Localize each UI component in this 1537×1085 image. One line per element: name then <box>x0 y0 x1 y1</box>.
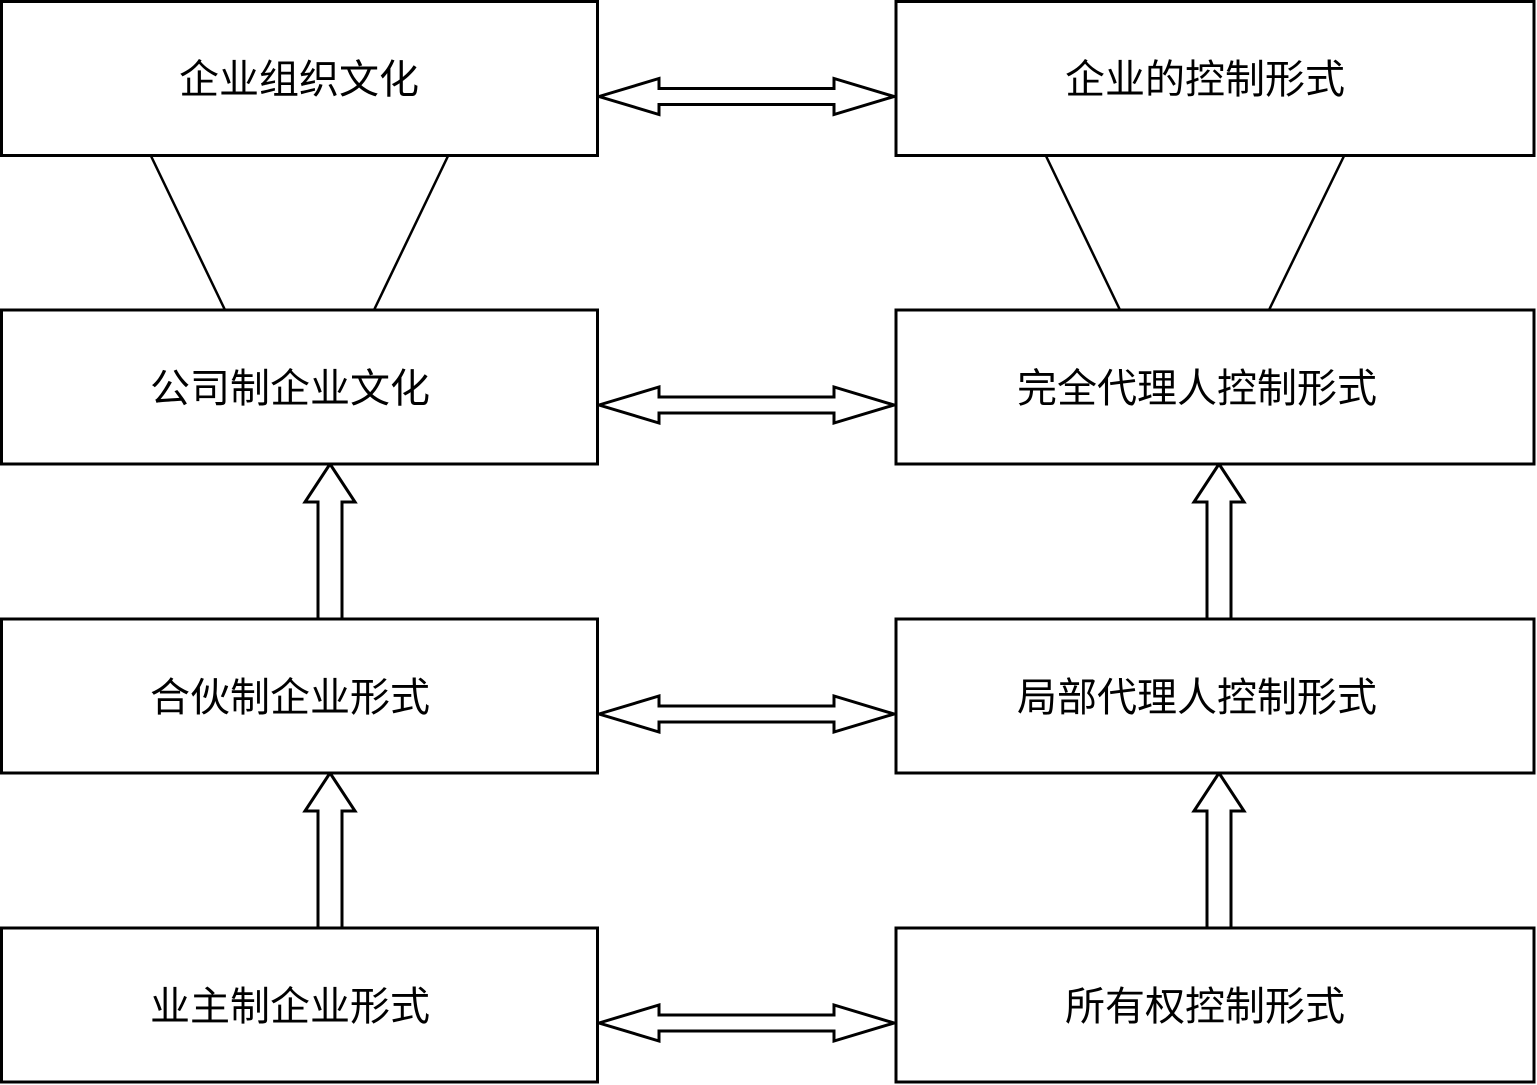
box-sole-proprietorship-form: 业主制企业形式 <box>0 926 599 1084</box>
box-label: 业主制企业形式 <box>150 984 430 1030</box>
box-enterprise-org-culture: 企业组织文化 <box>0 0 599 157</box>
connector-line <box>372 155 450 311</box>
box-frame <box>894 617 1536 775</box>
box-label: 完全代理人控制形式 <box>1017 366 1377 412</box>
box-label: 合伙制企业形式 <box>150 675 430 721</box>
up-arrow-R3-R2 <box>1191 770 1247 930</box>
trapezoid-connector-right <box>1044 155 1346 311</box>
box-frame <box>894 0 1536 157</box>
left-column: 企业组织文化 公司制企业文化 合伙制企业形式 业主制企业形式 <box>0 0 599 1084</box>
trapezoid-connector-left <box>149 155 450 311</box>
box-frame <box>0 0 599 157</box>
up-arrow-R2-R1 <box>1191 461 1247 621</box>
box-frame <box>894 926 1536 1084</box>
box-label: 所有权控制形式 <box>1065 984 1345 1030</box>
double-arrow-L0-R0 <box>593 76 900 117</box>
connector-line <box>1044 155 1122 311</box>
box-partial-agent-control: 局部代理人控制形式 <box>894 617 1536 775</box>
box-ownership-control: 所有权控制形式 <box>894 926 1536 1084</box>
box-label: 公司制企业文化 <box>150 366 430 412</box>
double-arrow-L2-R2 <box>593 693 900 735</box>
box-control-forms: 企业的控制形式 <box>894 0 1536 157</box>
box-partnership-form: 合伙制企业形式 <box>0 617 599 775</box>
double-arrow-L1-R1 <box>593 384 900 426</box>
connector-line <box>149 155 227 311</box>
double-arrow-L3-R3 <box>593 1002 900 1044</box>
box-corporate-culture: 公司制企业文化 <box>0 308 599 466</box>
box-frame <box>0 926 599 1084</box>
up-arrow-L2-L1 <box>302 461 358 621</box>
box-label: 企业组织文化 <box>179 57 419 103</box>
box-frame <box>0 308 599 466</box>
box-label: 局部代理人控制形式 <box>1017 675 1377 721</box>
box-frame <box>0 617 599 775</box>
box-frame <box>894 308 1536 466</box>
up-arrow-L3-L2 <box>302 770 358 930</box>
box-full-agent-control: 完全代理人控制形式 <box>894 308 1536 466</box>
right-column: 企业的控制形式 完全代理人控制形式 局部代理人控制形式 所有权控制形式 <box>894 0 1536 1084</box>
connector-line <box>1267 155 1346 311</box>
box-label: 企业的控制形式 <box>1065 57 1345 103</box>
